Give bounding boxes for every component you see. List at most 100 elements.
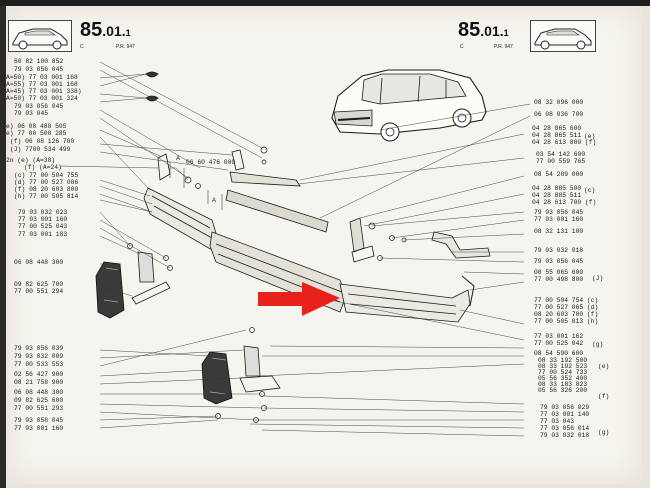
bracket-strip — [131, 281, 171, 305]
overrider-left-bottom — [201, 351, 233, 405]
left-part-number-33: 77 00 551 293 — [14, 405, 64, 412]
right-part-number-35: 77 03 056 014 — [540, 425, 590, 432]
callout-letter-7: (g) — [598, 429, 610, 436]
bracket-strip-2 — [239, 375, 281, 393]
left-part-number-25: 77 00 551 294 — [14, 288, 64, 295]
left-part-number-6: A≈50) 77 03 001 324 — [6, 95, 78, 102]
page-number-left-page: 1 — [125, 28, 131, 38]
callout-letter-1: (e) — [584, 133, 596, 140]
right-part-number-26: 08 33 192 500 — [538, 357, 588, 364]
callout-letter-2: (c) — [584, 187, 596, 194]
dim-label-a2: A — [212, 198, 216, 204]
callout-letter-6: (f) — [598, 393, 610, 400]
right-part-number-32: 79 03 056 029 — [540, 404, 590, 411]
left-part-number-4: A≈55) 77 03 001 168 — [6, 81, 78, 88]
header-left-code: C — [80, 44, 84, 50]
right-part-number-14: 08 32 131 100 — [534, 228, 584, 235]
clip-pair — [145, 71, 159, 102]
left-part-number-1: 60 82 100 852 — [14, 58, 64, 65]
right-part-number-5: 04 28 613 800 (f) — [532, 139, 597, 146]
right-part-number-25: 08 54 590 600 — [534, 350, 584, 357]
right-part-number-31: 05 56 326 200 — [538, 387, 588, 394]
page-number-left-suffix: .01. — [102, 23, 126, 39]
header-left-pr: P.R. 947 — [116, 44, 135, 50]
clip-bracket — [157, 153, 171, 181]
dim-label-a1: A — [176, 156, 180, 162]
page-number-right-page: 1 — [503, 28, 509, 38]
left-part-number-17: (f) 08 20 603 800 — [14, 186, 79, 193]
thumbnail-car-right — [530, 20, 596, 52]
left-part-number-16: (d) 77 00 527 086 — [14, 179, 79, 186]
header-right-pr: P.R. 947 — [494, 44, 513, 50]
bracket-right — [349, 217, 491, 263]
header-right-code: C — [460, 44, 464, 50]
left-bumper-section — [143, 187, 219, 251]
right-part-number-23: 77 03 001 162 — [534, 333, 584, 340]
page-number-left-main: 85 — [80, 19, 103, 41]
left-part-number-18: (h) 77 00 505 814 — [14, 193, 79, 200]
left-part-number-23: 06 08 448 300 — [14, 259, 64, 266]
dimension-markers — [169, 162, 223, 210]
right-part-number-28: 77 00 524 733 — [538, 369, 588, 376]
bracket-small-1 — [137, 251, 155, 283]
right-part-number-12: 79 03 056 045 — [534, 209, 584, 216]
leader-lines-right — [249, 103, 531, 437]
left-part-number-2: 79 03 056 045 — [14, 66, 64, 73]
left-part-number-19: 79 03 032 023 — [18, 209, 68, 216]
right-part-number-9: 04 28 885 500 — [532, 185, 582, 192]
page-number-left: 85.01.1 — [80, 19, 131, 42]
callout-letter-5: (e) — [598, 363, 610, 370]
right-part-number-17: 08 55 065 600 — [534, 269, 584, 276]
right-part-number-24: 77 00 525 042 — [534, 340, 584, 347]
right-part-number-4: 04 28 865 511 — [532, 132, 582, 139]
right-bumper-section — [339, 275, 475, 323]
thumbnail-car-left — [8, 20, 72, 52]
left-part-number-10: e) 77 00 500 285 — [6, 130, 67, 137]
left-part-number-24: 09 82 625 700 — [14, 281, 64, 288]
support-bar-upper — [225, 149, 329, 233]
left-part-number-27: 79 03 032 009 — [14, 353, 64, 360]
left-part-number-8: 79 03 045 — [14, 110, 49, 117]
left-part-number-5: A≈45) 77 03 001 338) — [6, 88, 82, 95]
left-part-number-35: 77 03 001 160 — [14, 425, 64, 432]
left-part-number-34: 79 03 058 045 — [14, 417, 64, 424]
left-part-number-12: (J) 7700 534 499 — [10, 146, 71, 153]
left-part-number-28: 77 00 533 553 — [14, 361, 64, 368]
left-part-number-32: 09 82 625 600 — [14, 397, 64, 404]
right-part-number-27: 08 33 192 523 — [538, 363, 588, 370]
right-part-number-20: 77 00 527 065 (d) — [534, 304, 599, 311]
red-arrow-pointer — [258, 282, 340, 316]
right-part-number-33: 77 03 001 140 — [540, 411, 590, 418]
left-part-number-21: 77 00 525 043 — [18, 223, 68, 230]
callout-letter-4: (g) — [592, 341, 604, 348]
right-part-number-29: 05 56 352 400 — [538, 375, 588, 382]
left-part-number-31: 06 08 448 300 — [14, 389, 64, 396]
right-part-number-3: 04 28 865 600 — [532, 125, 582, 132]
right-part-number-36: 79 03 032 018 — [540, 432, 590, 439]
right-part-number-15: 79 03 032 018 — [534, 247, 584, 254]
left-part-number-29: 02 56 427 900 — [14, 371, 64, 378]
right-part-number-16: 79 03 056 045 — [534, 258, 584, 265]
right-part-number-22: 77 00 505 813 (h) — [534, 318, 599, 325]
leader-lines-left — [59, 61, 263, 429]
right-part-number-6: 03 54 142 600 — [536, 151, 586, 158]
page-number-right-main: 85 — [458, 19, 481, 41]
left-part-number-26: 79 03 056 039 — [14, 345, 64, 352]
right-part-number-21: 08 20 603 700 (f) — [534, 311, 599, 318]
left-part-number-9: e) 06 08 488 505 — [6, 123, 67, 130]
left-part-number-13: 2n (e) (A=38) — [6, 157, 56, 164]
page-number-right-suffix: .01. — [480, 23, 504, 39]
left-part-number-7: 79 03 056 045 — [14, 103, 64, 110]
right-part-number-18: 77 00 498 800 — [534, 276, 584, 283]
middle-part-number: 06 60 476 000 — [186, 159, 236, 166]
right-part-number-19: 77 00 504 754 (c) — [534, 297, 599, 304]
right-part-number-13: 77 03 001 160 — [534, 216, 584, 223]
right-part-number-1: 08 32 096 000 — [534, 99, 584, 106]
right-part-number-8: 08 54 209 000 — [534, 171, 584, 178]
right-part-number-34: 77 03 043 — [540, 418, 575, 425]
right-part-number-11: 04 28 613 700 (f) — [532, 199, 597, 206]
right-part-number-2: 06 08 036 700 — [534, 111, 584, 118]
left-part-number-11: (f) 06 08 126 700 — [10, 138, 75, 145]
